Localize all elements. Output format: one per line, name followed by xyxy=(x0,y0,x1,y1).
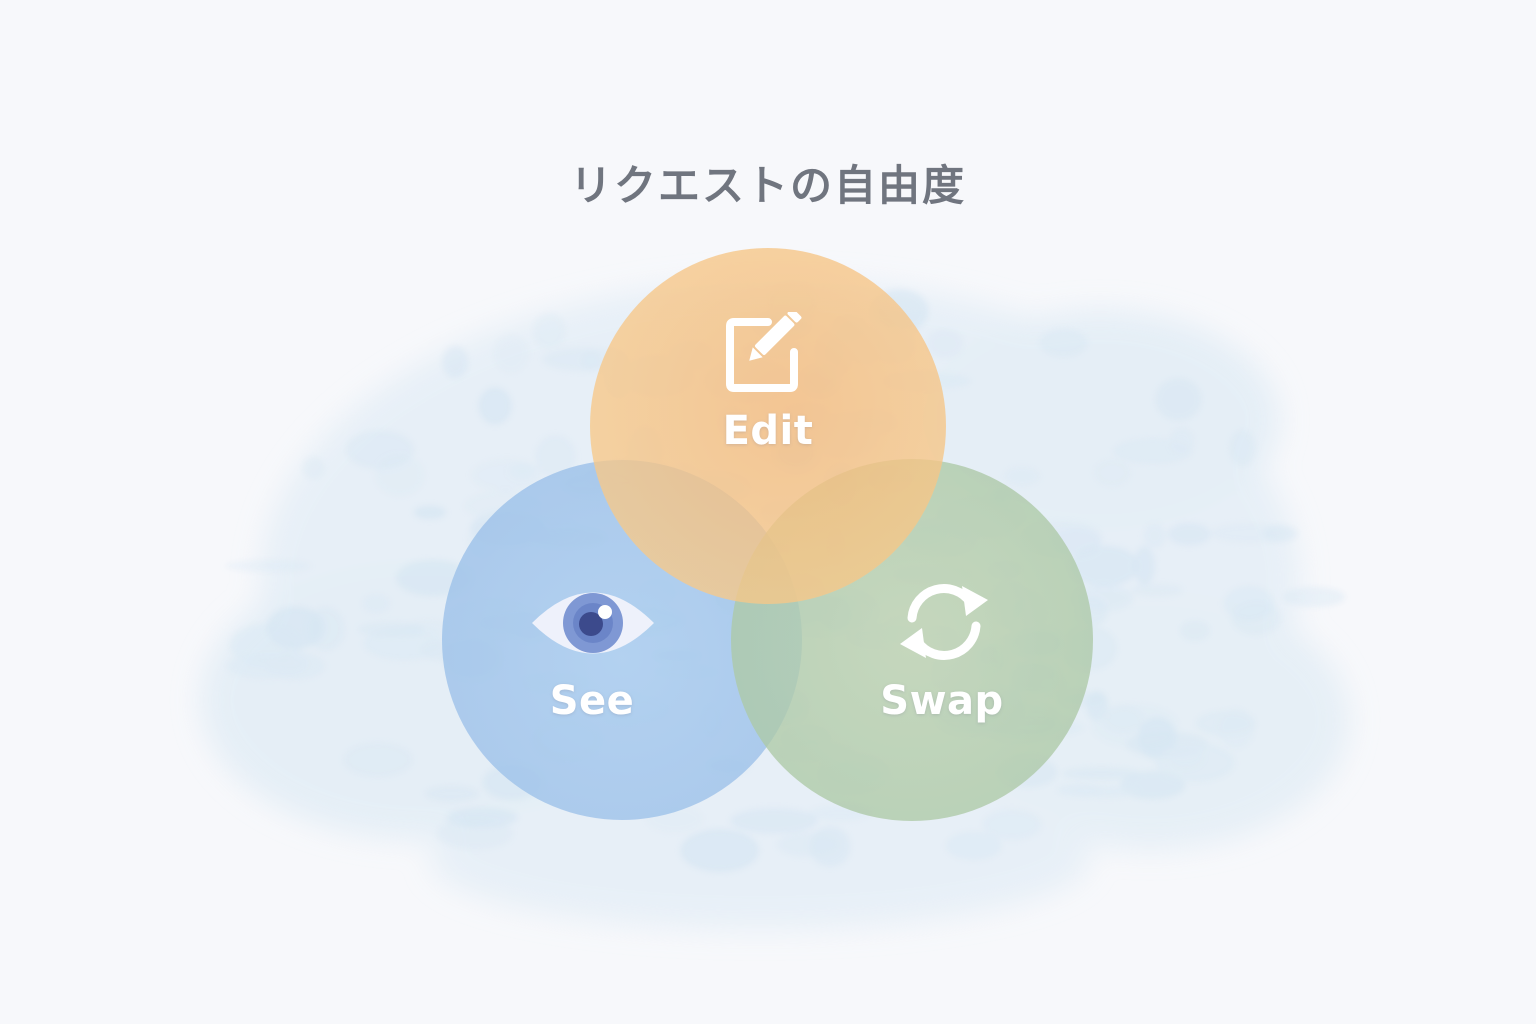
see-label: See xyxy=(549,678,635,724)
page-title: リクエストの自由度 xyxy=(569,161,966,210)
edit-icon xyxy=(726,312,802,392)
swap-icon xyxy=(900,584,988,660)
edit-circle xyxy=(590,248,946,604)
swap-label: Swap xyxy=(880,678,1004,724)
edit-label: Edit xyxy=(722,408,814,454)
eye-icon xyxy=(532,592,654,654)
